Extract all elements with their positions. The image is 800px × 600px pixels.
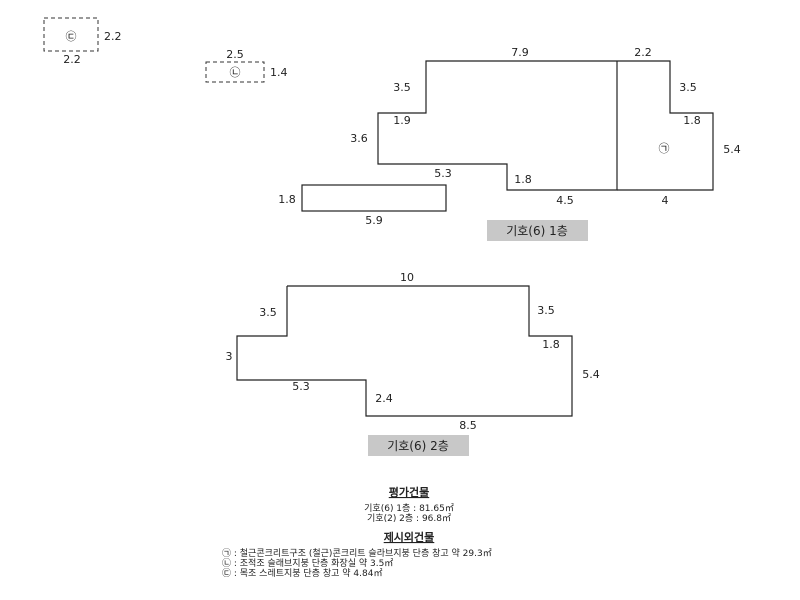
structure-b-width: 2.5 — [226, 48, 244, 61]
floor2-dim-left-upper: 3.5 — [259, 306, 277, 319]
structure-b-outline — [205, 61, 265, 83]
floor1-dim-left-mid: 3.6 — [350, 132, 368, 145]
valuation-row-2: 기호(2) 2층 : 96.8㎡ — [367, 513, 451, 524]
floor2-dim-left-side: 3 — [226, 350, 233, 363]
structure-c-outline — [43, 17, 99, 52]
floor2-dim-bottom: 8.5 — [459, 419, 477, 432]
floor2-dim-top: 10 — [400, 271, 414, 284]
floor2-caption: 기호(6) 2층 — [387, 439, 449, 453]
floor2-caption-box — [368, 435, 469, 456]
floor2-dim-right-step: 1.8 — [542, 338, 560, 351]
floor1-dim-inner-bottom: 5.3 — [434, 167, 452, 180]
floor1-dim-top-left: 7.9 — [511, 46, 529, 59]
floor1-dim-right-step: 1.8 — [683, 114, 701, 127]
structure-b-marker: ㉡ — [230, 66, 241, 79]
floor1-dim-bottom-right: 4 — [662, 194, 669, 207]
floor1-dim-right-upper: 3.5 — [679, 81, 697, 94]
excluded-row-1: ㉠ : 철근콘크리트구조 (철근)콘크리트 슬라브지붕 단층 창고 약 29.3… — [222, 547, 492, 559]
floor1-dim-left-upper: 3.5 — [393, 81, 411, 94]
detached-rect-side: 1.8 — [278, 193, 296, 206]
floor2-dim-right-side: 5.4 — [582, 368, 600, 381]
floor1-caption: 기호(6) 1층 — [506, 224, 568, 238]
floor1-annex-outline — [617, 60, 714, 191]
floor1-caption-box — [487, 220, 588, 241]
floor1-dim-top-right: 2.2 — [634, 46, 652, 59]
floor1-dim-right-side: 5.4 — [723, 143, 741, 156]
structure-b-height: 1.4 — [270, 66, 288, 79]
valuation-title: 평가건물 — [389, 485, 429, 499]
floor2-dim-inner-bottom: 5.3 — [292, 380, 310, 393]
floor2-dim-right-upper: 3.5 — [537, 304, 555, 317]
floor1-main-outline — [377, 60, 618, 191]
excluded-row-3: ㉢ : 목조 스레트지붕 단층 창고 약 4.84㎡ — [222, 567, 382, 579]
floor1-dim-inner-step: 1.8 — [514, 173, 532, 186]
floor1-annex-marker: ㉠ — [659, 142, 670, 155]
structure-c-height: 2.2 — [104, 30, 122, 43]
floor1-dim-bottom-left: 4.5 — [556, 194, 574, 207]
detached-rect-outline — [301, 184, 447, 212]
floor2-outline — [236, 285, 573, 417]
floor2-dim-inner-step: 2.4 — [375, 392, 393, 405]
valuation-row-1: 기호(6) 1층 : 81.65㎡ — [364, 503, 454, 514]
floor1-dim-left-step: 1.9 — [393, 114, 411, 127]
detached-rect-bottom: 5.9 — [365, 214, 383, 227]
excluded-title: 제시외건물 — [384, 530, 435, 544]
structure-c-width: 2.2 — [63, 53, 81, 66]
excluded-row-2: ㉡ : 조적조 슬래브지붕 단층 화장실 약 3.5㎡ — [222, 557, 393, 569]
structure-c-marker: ㉢ — [66, 30, 77, 43]
